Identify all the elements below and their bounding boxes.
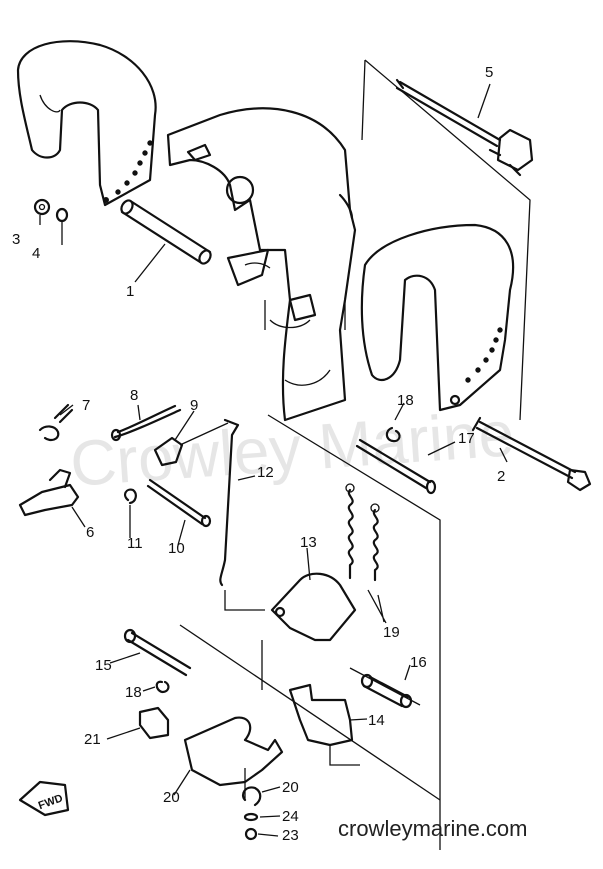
callout-20: 20 [163,789,180,806]
fwd-arrow-icon: FWD [18,780,70,817]
callout-23: 23 [282,827,299,844]
part-16-tube [362,675,410,708]
part-12-link-rod [219,418,240,587]
left-clamp-bracket [16,40,157,207]
part-18-clip-upper [385,426,401,443]
callout-22: 21 [84,731,101,748]
part-2-long-bolt [471,416,592,492]
callout-7: 7 [82,397,90,414]
part-8-end [110,428,122,442]
assembly-lines [179,59,531,850]
part-16-end-a [360,673,374,689]
callout-2: 2 [497,468,505,485]
callout-12: 12 [257,464,274,481]
callout-8: 8 [130,387,138,404]
callout-13: 13 [300,534,317,551]
part-14-bracket [288,683,354,747]
part-6-bracket [18,403,80,517]
callout-9: 9 [190,397,198,414]
callout-11: 11 [127,535,143,552]
part-15-bolt [126,631,192,677]
leader-lines [39,83,508,837]
callout-16: 16 [410,654,427,671]
callout-18-lower: 18 [125,684,142,701]
callout-4: 4 [32,245,40,262]
part-3-4-nut-washer [33,198,69,223]
part-5-bolt-assembly [395,78,534,177]
callout-labels: 5 3 4 1 7 8 9 18 17 12 2 6 11 10 13 19 1… [12,64,505,844]
part-13-hole [274,606,286,618]
part-9-fitting [153,436,184,467]
callout-6: 6 [86,524,94,541]
watermark: Crowley Marine [68,397,517,500]
callout-18-upper: 18 [397,392,414,409]
callout-14: 14 [368,712,385,729]
callout-21: 20 [282,779,299,796]
part-19-springs [345,483,380,582]
part-10-pin [146,478,207,526]
fwd-label: FWD [37,792,65,812]
part-13-plate [270,572,357,642]
part-1-tube [120,199,212,265]
callout-5: 5 [485,64,493,81]
part-12-line [179,422,229,446]
part-16-end-b [399,693,413,709]
callout-17: 17 [458,430,475,447]
part-18-clip-lower [155,680,170,694]
callout-15: 15 [95,657,112,674]
right-clamp-bracket [360,223,515,412]
part-10-end [200,514,212,528]
part-23-nut [244,827,258,841]
callout-10: 10 [168,540,185,557]
part-22-block [138,706,170,740]
swivel-bracket [166,107,357,422]
site-url: crowleymarine.com [338,816,528,841]
callout-3: 3 [12,231,20,248]
part-11-clip [124,488,137,505]
callout-1: 1 [126,283,134,300]
part-15-head [123,628,137,644]
part-21-clip [241,786,262,807]
part-17-bolt [355,438,437,495]
callout-19: 19 [383,624,400,641]
callout-24: 24 [282,808,299,825]
part-20-lever-plate [183,716,284,787]
part-24-washer [243,812,259,822]
